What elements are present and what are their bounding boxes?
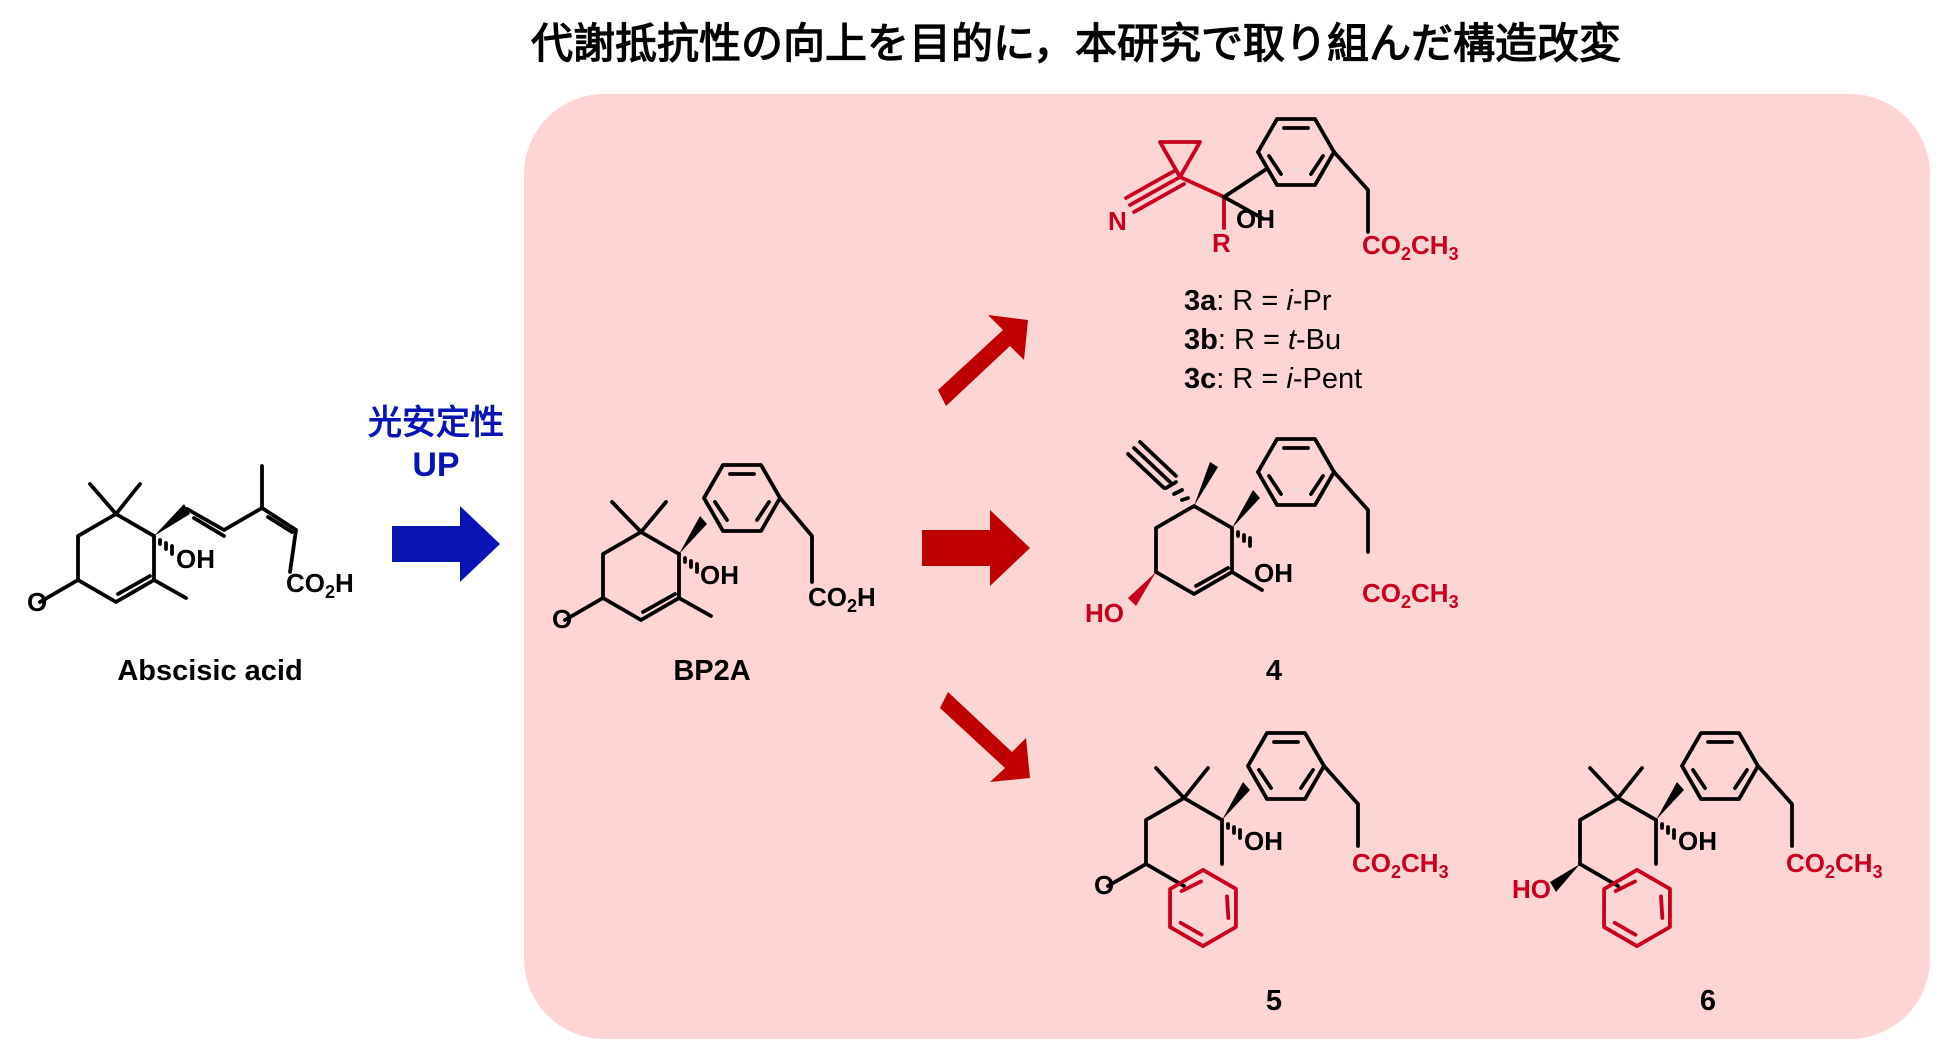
atom-nitrile-n: N	[1108, 206, 1127, 236]
variant-3c: 3c: R = i-Pent	[1184, 363, 1362, 395]
atom-co2ch3: CO2CH3	[1786, 848, 1883, 882]
label-abscisic-acid: Abscisic acid	[117, 655, 302, 687]
atom-co2h: CO2H	[808, 582, 876, 616]
label-bp2a: BP2A	[673, 655, 750, 687]
red-arrow-up	[938, 315, 1028, 406]
variant-3a: 3a: R = i-Pr	[1184, 285, 1332, 317]
structure-compound-5: OH O CO2CH3	[1094, 731, 1449, 958]
atom-oh: OH	[1244, 826, 1283, 856]
atom-oh: OH	[1254, 558, 1293, 588]
atom-co2h: CO2H	[286, 568, 354, 602]
atom-ho: HO	[1085, 598, 1124, 628]
arrow-label-photostability: 光安定性	[368, 404, 504, 442]
blue-arrow	[392, 506, 500, 582]
structure-abscisic-acid: OH O CO2H	[27, 464, 354, 617]
atom-ketone-o: O	[27, 587, 47, 617]
atom-ketone-o: O	[552, 604, 572, 634]
atom-oh: OH	[1236, 204, 1275, 234]
atom-r-group: R	[1212, 228, 1231, 258]
atom-oh: OH	[1678, 826, 1717, 856]
atom-co2ch3: CO2CH3	[1352, 848, 1449, 882]
atom-oh: OH	[176, 544, 215, 574]
red-arrow-right	[922, 510, 1030, 586]
red-arrow-down	[940, 692, 1030, 782]
structure-compound-6: OH HO CO2CH3	[1512, 731, 1883, 958]
structure-bp2a: OH O CO2H	[552, 463, 876, 634]
atom-ketone-o: O	[1094, 870, 1114, 900]
structure-compound-3: N R OH CO2CH3	[1108, 117, 1459, 264]
label-compound-6: 6	[1700, 985, 1716, 1017]
structure-compound-4: OH HO CO2CH3	[1085, 437, 1459, 628]
compound-3-variants: 3a: R = i-Pr 3b: R = t-Bu 3c: R = i-Pent	[1184, 285, 1362, 395]
label-compound-5: 5	[1266, 985, 1282, 1017]
arrow-label-up: UP	[412, 446, 459, 484]
label-compound-4: 4	[1266, 655, 1282, 687]
atom-co2ch3: CO2CH3	[1362, 578, 1459, 612]
figure-title: 代謝抵抗性の向上を目的に，本研究で取り組んだ構造改変	[530, 20, 1621, 67]
atom-ho: HO	[1512, 874, 1551, 904]
atom-co2ch3: CO2CH3	[1362, 230, 1459, 264]
variant-3b: 3b: R = t-Bu	[1184, 324, 1341, 356]
atom-oh: OH	[700, 560, 739, 590]
